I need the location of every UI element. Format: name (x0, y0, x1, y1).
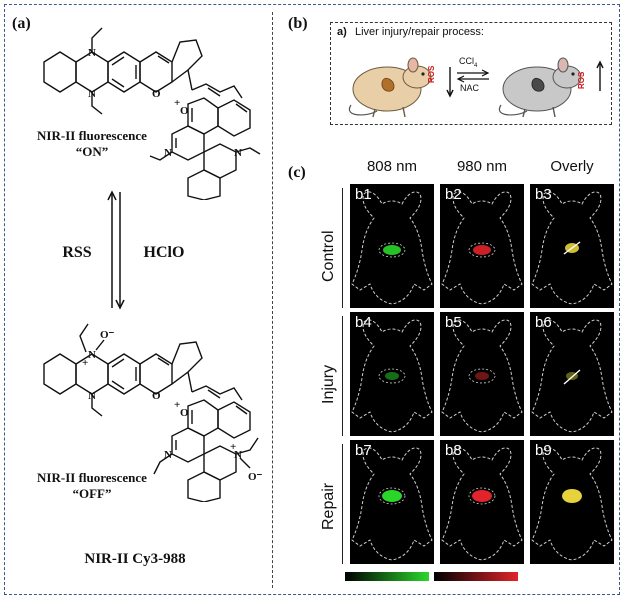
image-panel-b1: b1 (350, 184, 434, 308)
panel-label-b6: b6 (535, 314, 552, 331)
atom-n: N (88, 88, 96, 100)
image-panel-b5: b5 (440, 312, 524, 436)
row-label-repair: Repair (320, 482, 337, 530)
mouse-outline (441, 319, 523, 433)
atom-n: N (234, 449, 242, 461)
row-bar-injury (342, 316, 343, 436)
mouse-outline (531, 319, 613, 433)
mouse-outline (531, 447, 613, 561)
atom-n: N (88, 349, 96, 361)
image-panel-b2: b2 (440, 184, 524, 308)
panel-a-label: (a) (12, 15, 31, 32)
panel-label-b8: b8 (445, 442, 462, 459)
process-arrows (456, 69, 490, 83)
nac-label: NAC (460, 83, 480, 93)
off-caption: NIR-II fluorescence “OFF” (22, 470, 162, 502)
reagent-rss: RSS (62, 244, 92, 261)
panel-label-b1: b1 (355, 186, 372, 203)
mouse-outline (351, 319, 433, 433)
atom-o-minus: O⁻ (100, 329, 115, 341)
row-label-injury: Injury (320, 364, 337, 404)
column-header-980: 980 nm (456, 158, 508, 175)
mouse-healthy (348, 57, 432, 118)
mouse-outline (351, 191, 433, 305)
reagent-hclo: HClO (143, 244, 185, 261)
panel-b-label: (b) (288, 15, 308, 32)
image-panel-b3: b3 (530, 184, 614, 308)
image-panel-b9: b9 (530, 440, 614, 564)
ros-down-arrow (446, 67, 454, 98)
figure-frame (4, 4, 620, 595)
row-bar-control (342, 188, 343, 308)
mouse-outline (441, 447, 523, 561)
panel-label-b4: b4 (355, 314, 372, 331)
on-caption: NIR-II fluorescence “ON” (22, 128, 162, 160)
atom-plus: + (82, 357, 88, 369)
off-caption-line2: “OFF” (72, 486, 112, 501)
panel-divider (272, 12, 273, 588)
image-panel-b8: b8 (440, 440, 524, 564)
ros-label-left: ROS (427, 65, 436, 83)
panel-label-b9: b9 (535, 442, 552, 459)
ros-label-right: ROS (577, 71, 586, 89)
ccl4-text: CCl (459, 56, 474, 66)
panel-label-b3: b3 (535, 186, 552, 203)
panel-label-b5: b5 (445, 314, 462, 331)
liver-process-inset: a) Liver injury/repair process: ROS CCl4… (330, 22, 612, 125)
atom-o: O (180, 407, 189, 419)
atom-n: N (234, 147, 242, 159)
equilibrium-arrows (107, 190, 125, 310)
column-header-overly: Overly (550, 158, 594, 175)
panel-label-b7: b7 (355, 442, 372, 459)
atom-n: N (88, 47, 96, 59)
panel-c-label: (c) (288, 164, 306, 181)
atom-n: N (164, 449, 172, 461)
atom-o-minus: O⁻ (248, 471, 263, 483)
liver-injured (531, 77, 545, 92)
row-bar-repair (342, 444, 343, 564)
probe-name: NIR-II Cy3-988 (84, 551, 186, 567)
on-caption-line2: “ON” (75, 144, 109, 159)
column-header-808: 808 nm (366, 158, 418, 175)
atom-o: O (152, 390, 161, 402)
panel-label-b2: b2 (445, 186, 462, 203)
atom-plus: + (174, 399, 180, 411)
atom-plus: + (174, 97, 180, 109)
atom-plus: + (230, 441, 236, 453)
atom-n: N (164, 147, 172, 159)
inset-title: Liver injury/repair process: (355, 26, 484, 38)
ccl4-subscript: 4 (474, 62, 478, 69)
mouse-outline (441, 191, 523, 305)
inset-sub-label: a) (337, 26, 347, 38)
image-panel-b6: b6 (530, 312, 614, 436)
mouse-injured (498, 57, 582, 118)
mouse-outline (351, 447, 433, 561)
image-panel-b7: b7 (350, 440, 434, 564)
atom-o: O (180, 105, 189, 117)
green-scale-bar (345, 572, 429, 581)
on-caption-line1: NIR-II fluorescence (37, 128, 147, 143)
atom-n: N (88, 390, 96, 402)
molecule-off: N O⁻ + N O O + N N + O⁻ (43, 323, 263, 502)
liver-healthy (381, 77, 395, 92)
off-caption-line1: NIR-II fluorescence (37, 470, 147, 485)
row-label-control: Control (320, 230, 337, 282)
mouse-outline (531, 191, 613, 305)
ccl4-label: CCl4 (459, 56, 477, 69)
ros-up-arrow (596, 60, 604, 91)
molecule-on: N N O O + N N (43, 27, 261, 200)
image-panel-b4: b4 (350, 312, 434, 436)
red-scale-bar (434, 572, 518, 581)
atom-o: O (152, 88, 161, 100)
